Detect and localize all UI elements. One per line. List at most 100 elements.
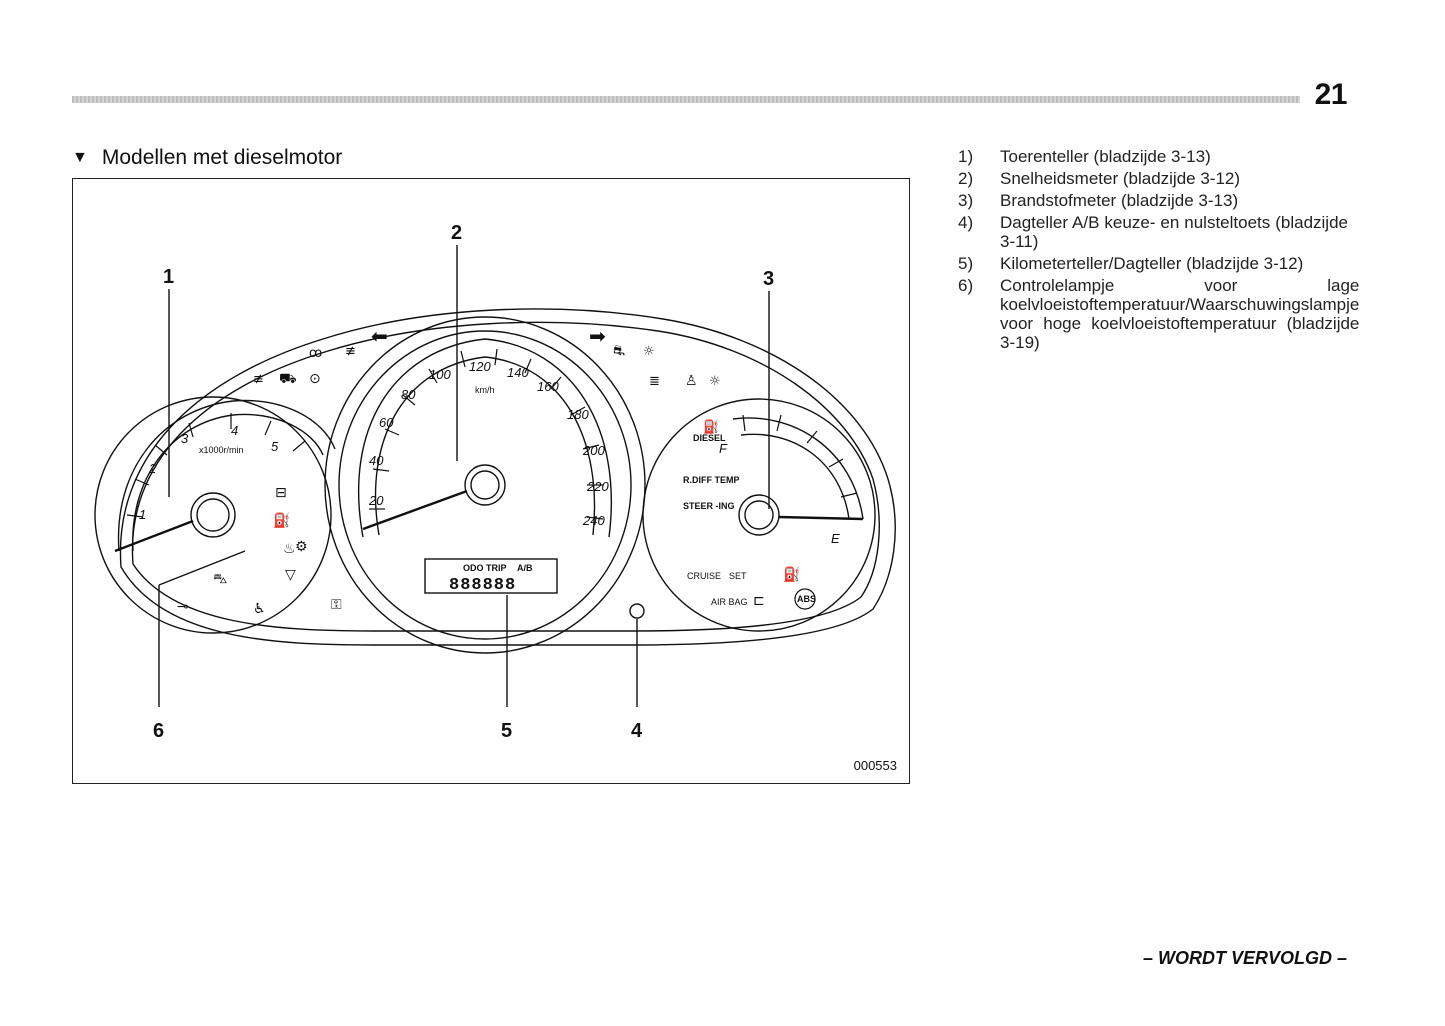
callout-3: 3 — [763, 268, 774, 290]
speedo-tick-140: 140 — [507, 365, 529, 380]
seatbelt-icon: ♙ — [685, 373, 698, 389]
legend-text: Controlelampje voor lage koelvloeistofte… — [1000, 276, 1360, 352]
cluster-housing-inner — [131, 321, 880, 632]
legend-list: 1) Toerenteller (bladzijde 3-13) 2) Snelhe… — [958, 147, 1359, 355]
tacho-hub — [190, 492, 236, 538]
fuel-pump-icon: ⛽ — [703, 419, 719, 434]
legend-num: 6) — [958, 276, 974, 295]
speedo-tick-160: 160 — [537, 379, 559, 394]
battery-icon: ⊟ — [275, 485, 287, 501]
fuel-outer-ring — [642, 398, 876, 632]
parking-lamp-icon: ☼ — [709, 374, 721, 389]
legend-text: Snelheidsmeter (bladzijde 3-12) — [1000, 169, 1241, 188]
speedo-tick-120: 120 — [469, 359, 491, 374]
speedo-outer-ring — [324, 316, 646, 654]
oil-pressure-icon: ⛽ — [273, 512, 290, 529]
instrument-cluster-figure: 1 2 3 4 5 6 1 2 3 4 5 x1000r/min 20 40 6… — [72, 178, 910, 784]
diesel-label: DIESEL — [693, 433, 726, 443]
legend-text: Brandstofmeter (bladzijde 3-13) — [1000, 191, 1239, 210]
legend-num: 5) — [958, 254, 974, 273]
fuel-empty-label: E — [831, 531, 840, 546]
fuel-scale-arc — [732, 417, 864, 520]
callout-6: 6 — [153, 720, 164, 742]
odometer-display — [424, 558, 558, 594]
legend-text: Kilometerteller/Dagteller (bladzijde 3-1… — [1000, 254, 1304, 273]
key-icon: ⚿ — [331, 597, 342, 613]
tacho-needle — [114, 519, 194, 553]
legend-text: Dagteller A/B keuze- en nulsteltoets (bl… — [1000, 213, 1348, 251]
legend-item: 5) Kilometerteller/Dagteller (bladzijde 3… — [958, 254, 1348, 273]
legend-text: Toerenteller (bladzijde 3-13) — [1000, 147, 1211, 166]
figure-id: 000553 — [853, 758, 897, 773]
callout-4: 4 — [631, 720, 643, 742]
instrument-cluster-drawing: 1 2 3 4 5 6 1 2 3 4 5 x1000r/min 20 40 6… — [94, 222, 896, 742]
callout-2: 2 — [451, 222, 462, 244]
legend-item: 1) Toerenteller (bladzijde 3-13) — [958, 147, 1348, 166]
high-beam-icon: ≣ — [649, 374, 660, 389]
speedo-tick-200: 200 — [582, 443, 605, 458]
tacho-scale-arc — [117, 399, 336, 552]
header-rule — [72, 96, 1300, 103]
check-engine-icon: ⚙ — [295, 539, 308, 555]
vdc-icon: ⛐ — [613, 343, 625, 359]
set-label: SET — [729, 571, 747, 581]
dpf-icon: ⊸ — [177, 599, 189, 615]
odo-trip-label: ODO TRIP — [463, 563, 507, 573]
brake-warning-icon: ⊙ — [309, 371, 321, 387]
cluster-housing-outline — [119, 308, 896, 646]
passenger-airbag-icon: ⊏ — [753, 593, 765, 609]
odo-ab-label: A/B — [517, 563, 533, 573]
front-fog-icon: ≢ — [345, 344, 356, 359]
fuel-full-label: F — [719, 441, 728, 456]
speedo-tick-20: 20 — [368, 493, 384, 508]
tacho-tick-4: 4 — [231, 423, 238, 438]
tacho-unit: x1000r/min — [199, 445, 244, 455]
speedo-tick-220: 220 — [586, 479, 609, 494]
speedo-tick-80: 80 — [401, 387, 416, 402]
section-heading: ▼ Modellen met dieselmotor — [72, 146, 342, 170]
fuel-hub — [738, 494, 780, 536]
legend-item: 6) Controlelampje voor lage koelvloeistof… — [958, 276, 1359, 352]
section-heading-text: Modellen met dieselmotor — [101, 146, 343, 169]
speedo-tick-240: 240 — [582, 513, 605, 528]
legend-item: 3) Brandstofmeter (bladzijde 3-13) — [958, 191, 1348, 210]
door-open-icon: ⛟ — [279, 371, 297, 387]
coolant-temp-icon: ♨ — [283, 541, 296, 557]
steering-label: STEER -ING — [683, 501, 735, 511]
callout-5: 5 — [501, 720, 512, 742]
tacho-tick-2: 2 — [148, 461, 157, 476]
legend-item: 4) Dagteller A/B keuze- en nulsteltoets (… — [958, 213, 1348, 251]
cruise-label: CRUISE — [687, 571, 721, 581]
callout-1: 1 — [163, 266, 174, 288]
speedo-tick-60: 60 — [379, 415, 394, 430]
trip-reset-knob — [629, 603, 645, 619]
tacho-outer-ring — [94, 396, 332, 634]
turn-left-arrow-icon: ⬅ — [371, 324, 388, 348]
rear-fog-icon: ≢ — [253, 372, 264, 387]
airbag-label: AIR BAG — [711, 597, 748, 607]
turn-right-arrow-icon: ➡ — [589, 324, 606, 348]
page-number: 21 — [1314, 78, 1348, 111]
rdiff-temp-label: R.DIFF TEMP — [683, 475, 740, 485]
glow-plug-icon: ꝏ — [309, 346, 322, 361]
airbag-person-icon: ♿ — [253, 601, 266, 617]
legend-num: 3) — [958, 191, 974, 210]
speedo-scale-arc — [358, 338, 613, 538]
continued-notice: – WORDT VERVOLGD – — [1142, 948, 1347, 968]
legend-num: 1) — [958, 147, 974, 166]
odo-digits: 888888 — [449, 576, 516, 595]
legend-num: 2) — [958, 169, 974, 188]
fuel-needle — [778, 515, 864, 521]
tacho-tick-3: 3 — [181, 431, 189, 446]
triangle-down-icon: ▼ — [72, 149, 88, 166]
speedo-tick-100: 100 — [429, 367, 451, 382]
position-lamp-icon: ☼ — [643, 344, 655, 359]
filter-icon: ▽ — [285, 567, 296, 583]
tacho-tick-1: 1 — [139, 507, 146, 522]
fuel-cap-icon: ⛽ — [783, 566, 800, 583]
speedo-tick-180: 180 — [567, 407, 589, 422]
speedo-needle — [362, 489, 468, 531]
legend-num: 4) — [958, 213, 974, 232]
abs-warning-icon — [794, 588, 816, 610]
tacho-tick-5: 5 — [271, 439, 279, 454]
